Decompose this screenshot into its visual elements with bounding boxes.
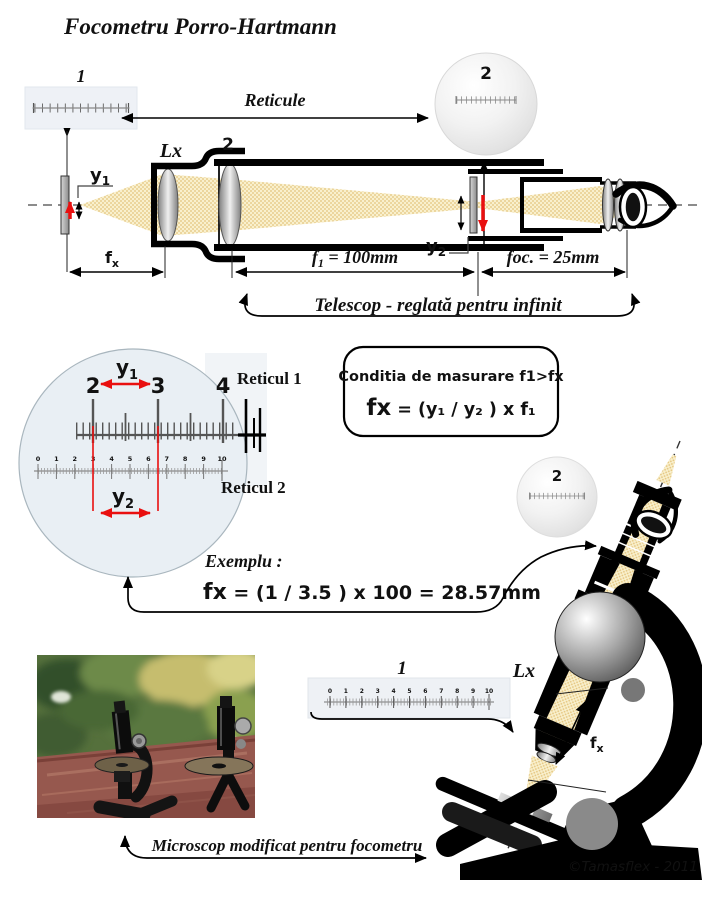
reticle2-label: 2 [480,64,492,84]
page-title: Focometru Porro-Hartmann [63,14,337,39]
svg-text:7: 7 [439,688,443,695]
reticule-label: Reticule [244,90,306,110]
microscope-fx: fx [527,687,609,793]
ruler1-ticks [329,694,490,710]
dimensions: fx f1 = 100mm foc. = 25mm [69,230,628,296]
svg-text:4: 4 [392,688,396,695]
reticle2-label: 2 [552,467,562,485]
foc-dim-label: foc. = 25mm [507,247,600,267]
telescope-group: y1 Lx 2 y2 [28,128,698,317]
lower-num: 4 [109,455,114,463]
lower-num: 2 [73,455,78,463]
caption-arrow [120,835,427,863]
lens-lx: Lx [151,140,245,263]
reticul1-label: Reticul 1 [237,369,302,388]
lx-label: Lx [159,140,182,162]
small-knob [621,678,645,702]
caption-block: Microscop modificat pentru focometru [120,835,427,863]
brace-label: Telescop - reglată pentru infinit [314,295,562,316]
fx-label: fx [590,734,604,755]
example-label: Exemplu : [204,551,283,571]
front-leg [436,780,557,857]
ruler1-arrow [310,711,514,733]
mirror [442,802,542,855]
svg-text:2: 2 [360,688,364,695]
lower-num: 8 [183,455,188,463]
lower-num: 0 [36,455,41,463]
svg-text:1: 1 [344,688,348,695]
svg-text:5: 5 [407,688,411,695]
lens2-label: 2 [222,135,234,155]
formula-box: Conditia de masurare f1>fx fx = (y₁ / y₂… [338,345,564,438]
reticle2-ball [516,456,598,538]
svg-text:3: 3 [376,688,380,695]
lower-num: 10 [217,455,227,463]
lower-num: 5 [128,455,133,463]
microscope-reticle2: 2 [516,456,598,538]
lower-num: 6 [146,455,151,463]
example-callout-arrow [123,540,597,613]
microscope-arm [611,583,702,829]
y2-label: y2 [426,236,446,259]
photo-microscopes [37,655,255,818]
ruler1-card: 1 0 1 2 3 4 5 6 7 8 9 10 [307,658,514,733]
telescope-tube [214,159,563,251]
reticle1-label: 1 [77,66,86,86]
y1-label: y1 [90,165,110,188]
credit-text: ©Tamasflex - 2011 [568,859,698,875]
example-block: Exemplu : fx = (1 / 3.5 ) x 100 = 28.57m… [123,540,597,613]
caption-text: Microscop modificat pentru focometru [151,836,423,855]
reticul2-label: Reticul 2 [221,478,286,497]
example-formula: fx = (1 / 3.5 ) x 100 = 28.57mm [203,580,541,605]
measurement-overlay: y1 y2 [92,355,159,518]
svg-text:8: 8 [455,688,459,695]
condition-text: Conditia de masurare f1>fx [338,369,564,385]
y1-label: y1 [116,355,138,383]
reticle2-ball [434,52,538,156]
lower-num: 9 [201,455,206,463]
svg-text:0: 0 [328,688,332,695]
lower-num: 1 [54,455,59,463]
formula-text: fx = (y₁ / y₂ ) x f₁ [366,395,535,421]
object-reticle: y1 [60,128,113,272]
photo-microscope-right [184,696,254,813]
base [460,840,702,880]
upper-num-3: 3 [151,374,166,398]
f1-dim-label: f1 = 100mm [312,247,398,270]
upper-num-4: 4 [216,374,231,398]
ruler1-numbers: 0 1 2 3 4 5 6 7 8 9 10 [328,688,493,695]
reticle1-card: 1 [24,66,138,130]
microscope-drawing: ©Tamasflex - 2011 2 fx Lx [435,440,702,880]
lx-label: Lx [512,660,535,682]
focus-knob [554,591,646,683]
inclination-joint [566,798,618,850]
y2-reticle: y2 [426,176,488,259]
reticle2-circle: 2 [434,52,538,250]
svg-text:9: 9 [471,688,475,695]
y2-label: y2 [112,484,134,512]
svg-text:10: 10 [485,688,493,695]
fx-dim-label: fx [105,248,119,270]
ruler1-label: 1 [397,658,407,679]
lower-scale: 0 1 2 3 4 5 6 7 8 9 10 [34,455,228,481]
svg-text:6: 6 [423,688,427,695]
upper-num-2: 2 [86,374,101,398]
lower-num: 7 [165,455,170,463]
photo-microscope-left [93,700,178,818]
reticule-arrow: Reticule [121,90,429,123]
magnifier-view: 2 3 4 0 1 2 3 4 5 6 7 8 9 10 y1 y2 [18,348,302,578]
telescope-brace: Telescop - reglată pentru infinit [238,293,641,317]
